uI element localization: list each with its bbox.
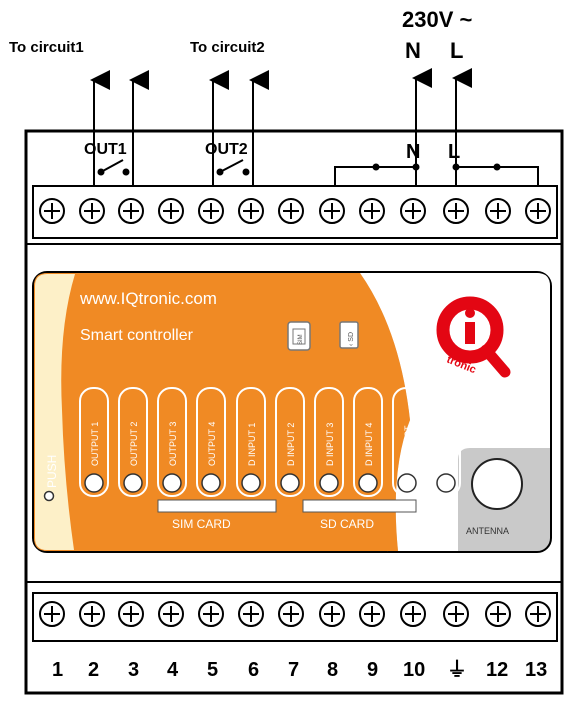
terminal-number: 2 <box>88 659 99 681</box>
led-label: OUTPUT 3 <box>168 422 178 466</box>
label-top-l: L <box>450 38 463 63</box>
terminal-number: 9 <box>367 659 378 681</box>
label-to-circuit2: To circuit2 <box>190 39 265 56</box>
led-frame <box>314 387 344 497</box>
led-label: D INPUT 2 <box>286 423 296 466</box>
sd-icon <box>339 321 359 349</box>
logo-tail <box>480 344 511 378</box>
sd-card-slot[interactable] <box>302 499 417 513</box>
logo-dot <box>465 308 475 318</box>
led-label: D INPUT 3 <box>325 423 335 466</box>
led-light <box>319 473 339 493</box>
led-light <box>241 473 261 493</box>
led-frame <box>236 387 266 497</box>
terminal-number: 1 <box>52 659 63 681</box>
led-frame <box>392 387 422 497</box>
label-out2: OUT2 <box>205 141 248 158</box>
label-to-circuit1: To circuit1 <box>9 39 84 56</box>
terminal-numbers: 1 2 3 4 5 6 7 8 9 10 ⏚ 12 13 <box>52 658 547 681</box>
terminal-number: 6 <box>248 659 259 681</box>
led-frame <box>431 387 461 497</box>
terminal-number: 5 <box>207 659 218 681</box>
led-indicators: OUTPUT 1 OUTPUT 2 OUTPUT 3 OUTPUT 4 D INPUT … <box>79 387 461 497</box>
led-label: OUTPUT 4 <box>207 422 217 466</box>
led-label: LINK/ACT <box>403 425 413 466</box>
sim-icon-chip <box>292 328 306 345</box>
antenna-label: ANTENNA <box>466 526 509 536</box>
led-light <box>123 473 143 493</box>
led-light <box>358 473 378 493</box>
led-frame <box>79 387 109 497</box>
label-terminal-n: N <box>406 141 420 163</box>
sd-card-label: SD CARD <box>320 517 374 531</box>
led-label: D INPUT 1 <box>247 423 257 466</box>
led-frame <box>118 387 148 497</box>
led-label: D INPUT 4 <box>364 423 374 466</box>
panel-title: Smart controller <box>80 327 194 344</box>
led-frame <box>275 387 305 497</box>
label-terminal-l: L <box>448 141 460 163</box>
terminal-number: 4 <box>167 659 179 681</box>
sd-icon-label: ‹ SD <box>348 332 355 346</box>
logo-stem <box>465 322 475 344</box>
terminal-number-ground: ⏚ <box>447 658 467 681</box>
sim-card-slot[interactable] <box>157 499 277 513</box>
relay-out1-contact <box>100 159 124 173</box>
led-frame <box>157 387 187 497</box>
label-top-n: N <box>405 38 421 63</box>
panel-url: www.IQtronic.com <box>79 289 217 308</box>
top-terminal-screws <box>39 198 551 224</box>
led-label: SYSTEM <box>442 429 452 466</box>
terminal-number: 12 <box>486 659 508 681</box>
terminal-number: 10 <box>403 659 425 681</box>
led-light <box>280 473 300 493</box>
led-light <box>84 473 104 493</box>
sim-icon-label: SIM <box>298 334 304 345</box>
relay-wiring <box>93 132 539 185</box>
logo-ring <box>436 296 504 364</box>
led-frame <box>353 387 383 497</box>
push-button[interactable] <box>43 490 55 502</box>
front-panel: www.IQtronic.com Smart controller SIM ‹ … <box>32 271 552 553</box>
antenna-connector[interactable] <box>471 458 523 510</box>
label-out1: OUT1 <box>84 141 127 158</box>
terminal-number: 8 <box>327 659 338 681</box>
led-label: OUTPUT 2 <box>129 422 139 466</box>
relay-out2-contact <box>219 159 244 173</box>
led-label: OUTPUT 1 <box>90 422 100 466</box>
led-light <box>436 473 456 493</box>
label-voltage: 230V ~ <box>402 7 472 32</box>
wiring-dots <box>97 163 501 176</box>
sim-card-label: SIM CARD <box>172 517 231 531</box>
led-frame <box>196 387 226 497</box>
output-arrows <box>90 68 472 132</box>
led-light <box>201 473 221 493</box>
push-label: PUSH <box>45 455 59 488</box>
terminal-number: 7 <box>288 659 299 681</box>
bottom-terminal-screws <box>39 601 551 627</box>
terminal-number: 3 <box>128 659 139 681</box>
led-light <box>162 473 182 493</box>
led-light <box>397 473 417 493</box>
terminal-number: 13 <box>525 659 547 681</box>
panel-cream-strip <box>35 274 75 550</box>
